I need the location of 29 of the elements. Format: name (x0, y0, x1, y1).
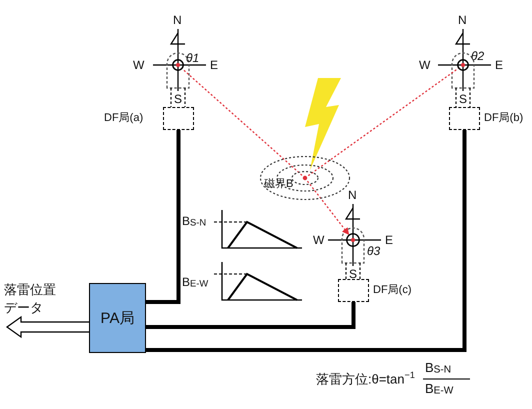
axis-label: E (210, 58, 218, 72)
field-label: 磁界B (264, 178, 294, 192)
station-box (89, 283, 146, 353)
station-label: DF局(c) (373, 284, 412, 298)
output-arrow (6, 316, 90, 338)
station-label: PA局 (100, 308, 134, 328)
axis-label: W (419, 58, 430, 72)
cable-line (146, 130, 180, 304)
station-label: DF局(b) (484, 112, 524, 126)
axis-label: N (348, 188, 357, 202)
station-label: DF局(a) (104, 112, 144, 126)
formula-text: B$_{E-W}$ (425, 381, 454, 398)
cable-line (146, 302, 356, 329)
axis-label: E (495, 58, 504, 72)
cable-line (146, 130, 466, 352)
axis-label: W (133, 58, 144, 72)
axis-label: S (174, 92, 182, 106)
formula-text: B$_{S-N}$ (425, 360, 452, 377)
axis-label: θ3 (367, 244, 380, 258)
axis-label: θ1 (186, 51, 200, 66)
axis-label: E (385, 233, 394, 248)
axis-label: N (458, 13, 467, 28)
axis-label: S (349, 267, 358, 282)
axis-label: N (173, 13, 182, 28)
formula-text: 落雷方位:θ=tan$^{−1}$ (316, 370, 415, 387)
axis-label: S (459, 92, 468, 106)
axis-label: W (313, 233, 324, 248)
axis-label: θ2 (471, 49, 484, 64)
output-label: 落雷位置データ (4, 281, 57, 316)
